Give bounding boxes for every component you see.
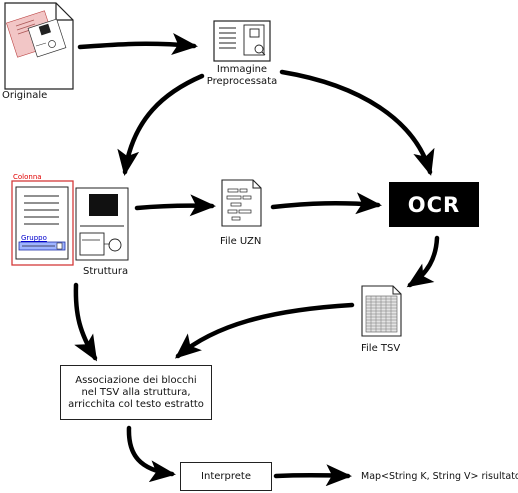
- arrow-immagine-to-ocr: [279, 69, 435, 176]
- spreadsheet-icon: [361, 285, 402, 337]
- arrow-struttura-to-associazione: [73, 282, 98, 362]
- gruppo-tag: Gruppo: [21, 234, 47, 242]
- document-icon: [4, 2, 74, 90]
- label-result: Map<String K, String V> risultato: [361, 471, 518, 482]
- arrow-interprete-to-result: [273, 464, 352, 487]
- ocr-block: OCR: [389, 182, 479, 227]
- arrow-struttura-to-uzn: [134, 194, 216, 217]
- text-file-icon: [221, 179, 262, 227]
- arrow-immagine-to-struttura: [117, 73, 205, 176]
- associazione-text: Associazione dei blocchi nel TSV alla st…: [68, 374, 204, 410]
- associazione-box: Associazione dei blocchi nel TSV alla st…: [60, 365, 212, 420]
- arrow-originale-to-immagine: [77, 33, 198, 55]
- label-immagine-line2: Preprocessata: [206, 76, 278, 87]
- interprete-text: Interprete: [201, 470, 251, 482]
- arrow-ocr-to-tsv: [406, 235, 440, 288]
- colonna-tag: Colonna: [13, 173, 42, 181]
- arrow-tsv-to-associazione: [174, 302, 355, 359]
- label-file-tsv: File TSV: [361, 343, 401, 354]
- image-icon: [213, 20, 271, 62]
- label-struttura: Struttura: [83, 266, 129, 277]
- arrow-uzn-to-ocr: [270, 192, 382, 215]
- interprete-box: Interprete: [180, 462, 272, 491]
- label-immagine-preprocessata: Immagine Preprocessata: [197, 64, 287, 88]
- label-originale: Originale: [2, 90, 48, 101]
- structure-icon: [11, 180, 129, 266]
- arrow-associazione-to-interprete: [126, 425, 176, 483]
- label-immagine-line1: Immagine: [216, 64, 268, 75]
- label-file-uzn: File UZN: [220, 236, 262, 247]
